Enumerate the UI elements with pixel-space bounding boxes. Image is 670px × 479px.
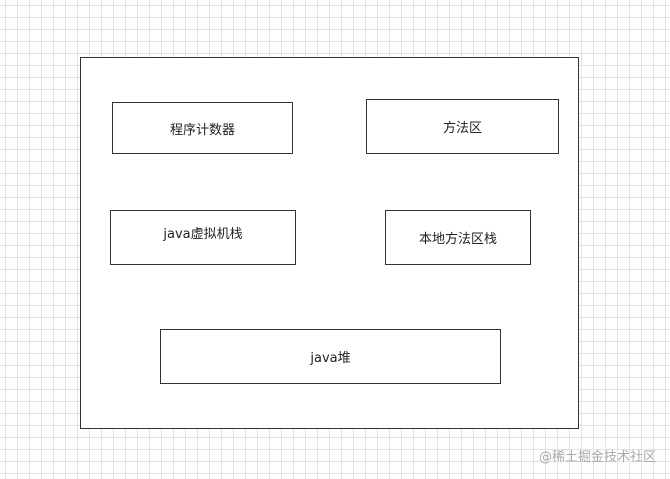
java-heap-box: java堆 [160, 329, 501, 384]
native-method-stack-label: 本地方法区栈 [418, 232, 497, 247]
program-counter-label: 程序计数器 [169, 122, 235, 138]
java-vm-stack-box: java虚拟机栈 [110, 210, 296, 265]
watermark: @稀土掘金技术社区 [538, 450, 656, 465]
method-area-label: 方法区 [442, 121, 482, 136]
program-counter-box: 程序计数器 [112, 102, 293, 154]
method-area-box: 方法区 [366, 99, 559, 154]
java-vm-stack-label: java虚拟机栈 [163, 227, 243, 242]
java-heap-label: java堆 [310, 351, 351, 366]
native-method-stack-box: 本地方法区栈 [385, 210, 531, 265]
